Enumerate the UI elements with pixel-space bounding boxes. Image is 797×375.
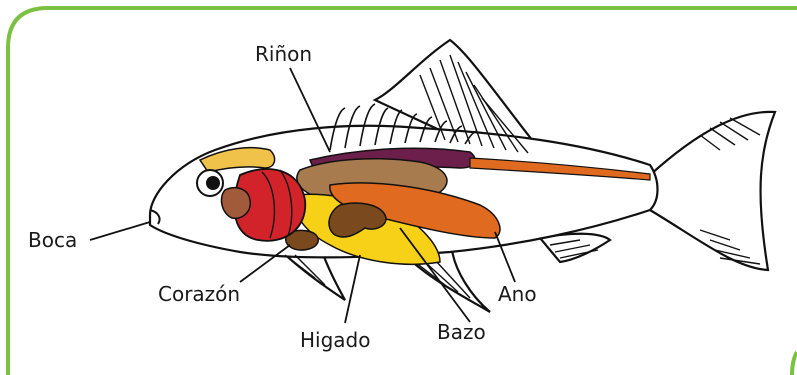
label-mouth: Boca (28, 230, 77, 250)
leader-mouth (90, 222, 150, 240)
label-spleen: Bazo (437, 322, 486, 342)
eye (197, 170, 223, 196)
label-liver: Higado (300, 330, 370, 350)
label-heart: Corazón (158, 284, 240, 304)
label-anus: Ano (498, 284, 537, 304)
leader-liver (345, 255, 360, 323)
tail-fin (650, 112, 775, 270)
gill-cover (221, 188, 250, 219)
label-kidney: Riñon (255, 44, 312, 64)
